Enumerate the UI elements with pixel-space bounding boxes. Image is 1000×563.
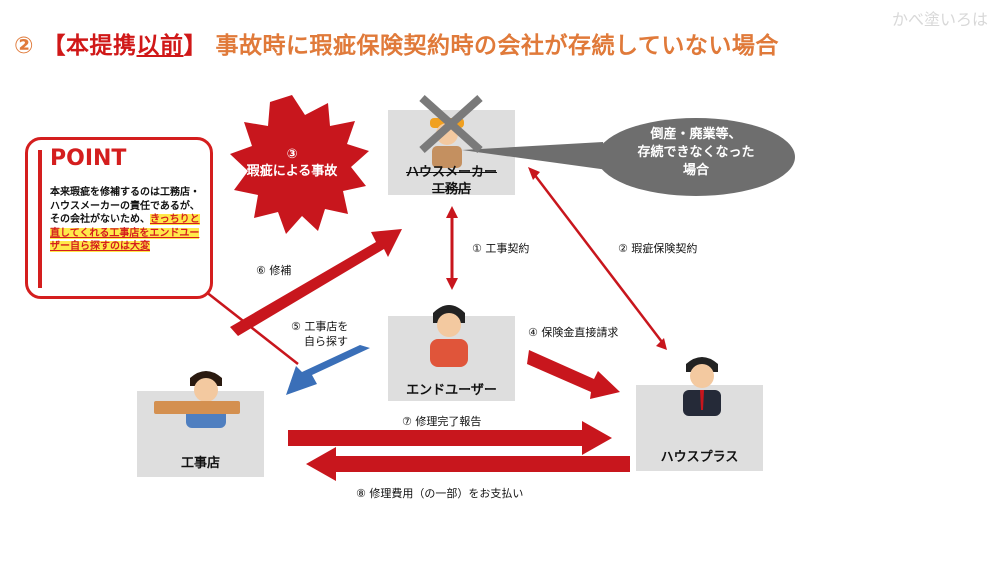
bubble-line-2: 存続できなくなった <box>637 145 755 160</box>
title-number: ② <box>14 33 34 59</box>
point-text-plain: 本来瑕疵を修補するのは工務店・ハウスメーカーの責任であるが、その会社がないため、 <box>50 187 200 225</box>
report-arrow <box>288 421 612 455</box>
point-callout: POINT 本来瑕疵を修補するのは工務店・ハウスメーカーの責任であるが、その会社… <box>25 137 213 299</box>
bubble-line-1: 倒産・廃業等、 <box>650 127 742 142</box>
step-5-label-a: ⑤ 工事店を <box>291 320 349 333</box>
payment-arrow <box>306 447 630 481</box>
contract-arrow-head-down <box>446 278 458 290</box>
koujiten-label: 工事店 <box>180 456 220 471</box>
page-title: ② 【本提携以前】 事故時に瑕疵保険契約時の会社が存続していない場合 <box>14 26 779 60</box>
accident-label: ③ 瑕疵による事故 <box>228 146 356 180</box>
title-bracket-open: 【本提携 <box>42 33 137 59</box>
point-text: 本来瑕疵を修補するのは工務店・ハウスメーカーの責任であるが、その会社がないため、… <box>50 186 204 254</box>
accident-number: ③ <box>286 147 298 162</box>
status-bubble-text: 倒産・廃業等、 存続できなくなった 場合 <box>597 126 795 180</box>
contract-arrow-head-up <box>446 206 458 218</box>
step-6-label: ⑥ 修補 <box>256 264 292 277</box>
insurance-contract-line <box>533 173 663 343</box>
repair-arrow <box>230 229 402 336</box>
accident-text: 瑕疵による事故 <box>246 164 338 179</box>
search-arrow <box>286 345 370 395</box>
accident-starburst <box>230 95 369 234</box>
insurance-arrow-head-a <box>528 167 540 180</box>
step-4-label: ④ 保険金直接請求 <box>528 326 619 339</box>
status-bubble <box>597 118 795 196</box>
end-user-icon <box>430 305 468 367</box>
bubble-line-3: 場合 <box>682 163 709 178</box>
step-5-label-b: 自ら探す <box>304 335 348 348</box>
claim-arrow <box>527 350 620 399</box>
step-2-label: ② 瑕疵保険契約 <box>618 242 698 255</box>
point-title: POINT <box>50 146 127 171</box>
insurance-arrow-head-b <box>656 338 667 350</box>
businessman-icon <box>683 357 721 416</box>
bubble-tail <box>462 142 608 170</box>
point-accent-bar <box>38 150 42 288</box>
maker-label-1: ハウスメーカー <box>405 165 497 180</box>
watermark-logo: かべ塗いろは <box>891 10 988 29</box>
step-1-label: ① 工事契約 <box>472 242 530 255</box>
end-user-label: エンドユーザー <box>406 383 497 398</box>
hausplus-label: ハウスプラス <box>660 450 739 465</box>
title-rest: 事故時に瑕疵保険契約時の会社が存続していない場合 <box>215 33 779 59</box>
step-7-label: ⑦ 修理完了報告 <box>402 415 482 428</box>
maker-label-2: 工務店 <box>431 182 471 197</box>
koujiten-worker-icon <box>154 371 240 428</box>
cross-mark-icon-2 <box>419 95 483 153</box>
title-underlined: 以前 <box>136 33 184 59</box>
title-bracket-close: 】 <box>183 33 207 59</box>
step-8-label: ⑧ 修理費用（の一部）をお支払い <box>356 487 524 500</box>
